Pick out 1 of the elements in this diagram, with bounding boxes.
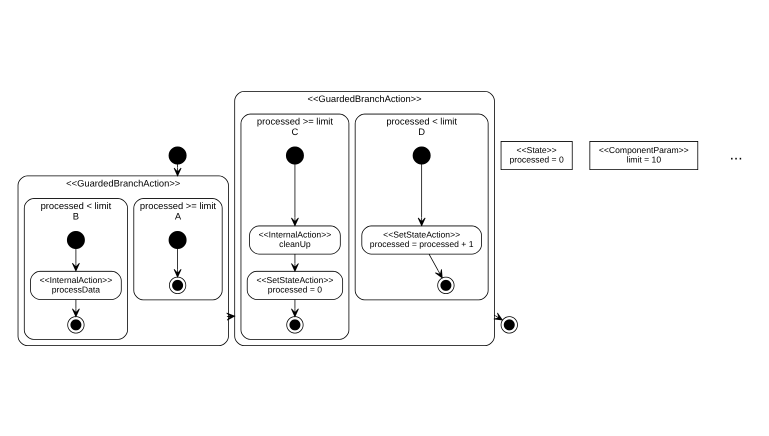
label: ... [730, 146, 743, 163]
